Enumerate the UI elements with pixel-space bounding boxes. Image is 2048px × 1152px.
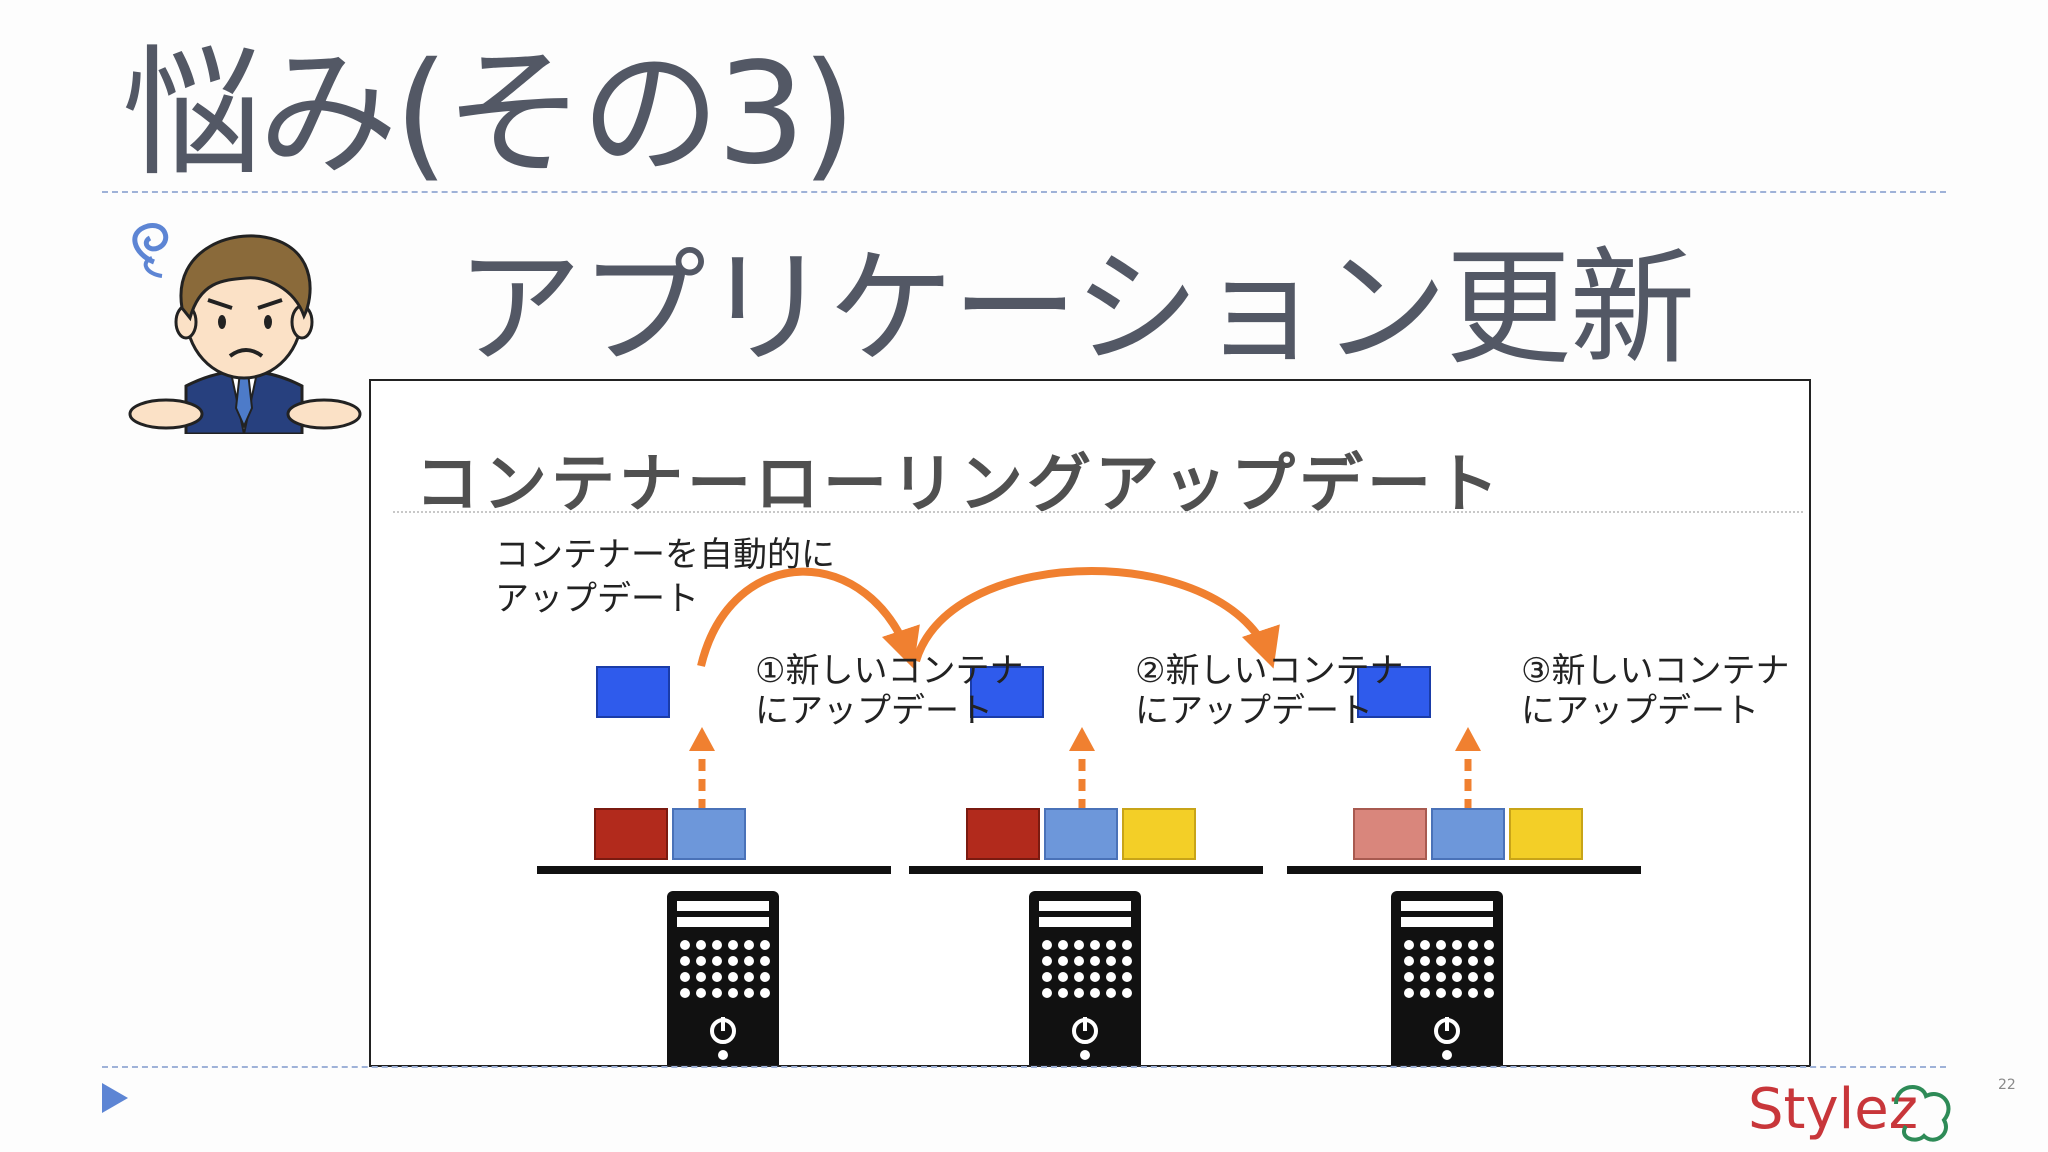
container-red [594,808,668,860]
new-container-3 [1357,666,1431,718]
page-number: 22 [1998,1077,2016,1093]
step-1-label: ①新しいコンテナ にアップデート [755,651,1024,731]
play-icon [102,1083,128,1113]
host-bar-1 [537,866,891,874]
slide-title: 悩み(その3) [122,33,856,196]
server-tower-icon [1029,891,1141,1065]
update-arrow-1-to-2 [697,567,920,669]
container-blue [672,808,746,860]
panel-note: コンテナーを自動的に アップデート [495,535,835,619]
rolling-update-diagram-panel: コンテナーローリングアップデート コンテナーを自動的に アップデート [369,379,1811,1067]
panel-title: コンテナーローリングアップデート [415,448,1503,522]
container-blue [1431,808,1505,860]
container-red-light [1353,808,1427,860]
rolling-update-diagram [537,567,1641,1065]
container-red [966,808,1040,860]
container-blue [1044,808,1118,860]
upgrade-dashed-arrows [698,743,1472,811]
stylez-logo: Stylez [1748,1077,1951,1142]
host-bar-2 [909,866,1263,874]
logo-text: Stylez [1748,1077,1918,1142]
title-divider [102,191,1946,193]
troubled-man-icon [128,223,362,434]
slide-subtitle: アプリケーション更新 [456,235,1695,382]
host-bar-3 [1287,866,1641,874]
upgrade-arrow-heads [689,727,1481,751]
container-yellow [1509,808,1583,860]
update-arrow-2-to-3 [912,567,1280,669]
server-tower-icon [667,891,779,1065]
footer-divider [102,1066,1946,1068]
step-2-label: ②新しいコンテナ にアップデート [1135,651,1404,731]
container-yellow [1122,808,1196,860]
new-container-2 [970,666,1044,718]
step-3-label: ③新しいコンテナ にアップデート [1521,651,1790,731]
new-container-1 [596,666,670,718]
panel-divider [393,511,1803,513]
server-tower-icon [1391,891,1503,1065]
